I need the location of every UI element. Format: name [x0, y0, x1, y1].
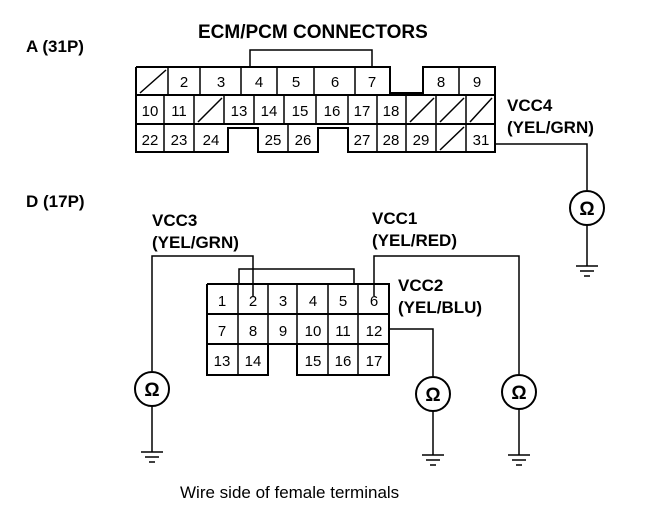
terminal-d7: 7 — [218, 323, 226, 340]
connector-a-row3-dividers — [163, 124, 467, 152]
diagram-title: ECM/PCM CONNECTORS — [198, 22, 428, 43]
vcc1-wire: VCC1 (YEL/RED) Ω — [372, 209, 537, 466]
connector-a-lock-tab — [249, 49, 373, 67]
vcc4-color: (YEL/GRN) — [507, 118, 594, 137]
terminal-d9: 9 — [279, 323, 287, 340]
terminal-a31: 31 — [473, 132, 490, 149]
terminal-a22: 22 — [142, 132, 159, 149]
connector-a-outline — [135, 66, 496, 153]
terminal-a11: 11 — [171, 103, 187, 120]
connector-a-row2: 10 11 13 14 15 16 17 18 — [142, 103, 400, 120]
terminal-a10: 10 — [142, 103, 159, 120]
terminal-a29: 29 — [413, 132, 430, 149]
vcc2-label: VCC2 — [398, 276, 443, 295]
terminal-d11: 11 — [335, 323, 351, 340]
terminal-a4: 4 — [255, 74, 263, 91]
ground-icon — [422, 454, 444, 466]
connector-a: 2 3 4 5 6 7 8 9 10 11 13 14 15 16 17 18 … — [135, 66, 496, 153]
terminal-a6: 6 — [331, 74, 339, 91]
terminal-d4: 4 — [309, 293, 317, 310]
ohm-symbol: Ω — [144, 380, 159, 401]
terminal-d13: 13 — [214, 353, 231, 370]
terminal-a18: 18 — [383, 103, 400, 120]
vcc2-color: (YEL/BLU) — [398, 298, 482, 317]
terminal-d12: 12 — [366, 323, 383, 340]
terminal-d15: 15 — [305, 353, 322, 370]
terminal-d3: 3 — [279, 293, 287, 310]
terminal-a13: 13 — [231, 103, 248, 120]
vcc4-lead — [495, 143, 588, 190]
connector-d-outline — [206, 283, 390, 376]
diagram-caption: Wire side of female terminals — [180, 483, 399, 502]
terminal-a5: 5 — [292, 74, 300, 91]
ohm-symbol: Ω — [511, 383, 526, 404]
terminal-a14: 14 — [261, 103, 278, 120]
terminal-d14: 14 — [245, 353, 262, 370]
terminal-a27: 27 — [354, 132, 371, 149]
ground-icon — [508, 454, 530, 466]
connector-a-row1-dividers — [167, 67, 460, 95]
vcc3-wire: VCC3 (YEL/GRN) Ω — [134, 211, 254, 463]
terminal-a9: 9 — [473, 74, 481, 91]
connector-d: 1 2 3 4 5 6 7 8 9 10 11 12 13 14 15 16 1… — [206, 268, 390, 376]
terminal-d2: 2 — [249, 293, 257, 310]
terminal-d5: 5 — [339, 293, 347, 310]
vcc4-wire: VCC4 (YEL/GRN) Ω — [495, 96, 605, 277]
connector-d-label: D (17P) — [26, 192, 85, 211]
connector-d-lock-tab — [238, 268, 355, 284]
vcc3-label: VCC3 — [152, 211, 197, 230]
terminal-d10: 10 — [305, 323, 322, 340]
connector-a-blank-terminals — [139, 69, 493, 151]
vcc1-color: (YEL/RED) — [372, 231, 457, 250]
vcc3-lead — [151, 255, 254, 371]
connector-d-row1: 1 2 3 4 5 6 — [218, 293, 378, 310]
terminal-a16: 16 — [324, 103, 341, 120]
terminal-d6: 6 — [370, 293, 378, 310]
ground-icon — [141, 451, 163, 463]
ground-icon — [576, 265, 598, 277]
vcc4-label: VCC4 — [507, 96, 553, 115]
terminal-a15: 15 — [292, 103, 309, 120]
terminal-a17: 17 — [354, 103, 371, 120]
terminal-a3: 3 — [217, 74, 225, 91]
terminal-a7: 7 — [368, 74, 376, 91]
vcc1-label: VCC1 — [372, 209, 417, 228]
vcc1-lead — [373, 255, 520, 374]
connector-d-row2: 7 8 9 10 11 12 — [218, 323, 383, 340]
terminal-a26: 26 — [295, 132, 312, 149]
terminal-d17: 17 — [366, 353, 383, 370]
terminal-d16: 16 — [335, 353, 352, 370]
terminal-a8: 8 — [437, 74, 445, 91]
terminal-a2: 2 — [180, 74, 188, 91]
vcc3-color: (YEL/GRN) — [152, 233, 239, 252]
terminal-a23: 23 — [171, 132, 188, 149]
connector-a-row1: 2 3 4 5 6 7 8 9 — [180, 74, 481, 91]
terminal-a24: 24 — [203, 132, 220, 149]
terminal-a28: 28 — [383, 132, 400, 149]
vcc2-wire: VCC2 (YEL/BLU) Ω — [389, 276, 482, 466]
terminal-a25: 25 — [265, 132, 282, 149]
terminal-d1: 1 — [218, 293, 226, 310]
connector-a-row3: 22 23 24 25 26 27 28 29 31 — [142, 132, 490, 149]
terminal-d8: 8 — [249, 323, 257, 340]
connector-a-row2-dividers — [163, 95, 467, 124]
ohm-symbol: Ω — [425, 385, 440, 406]
connector-d-row3: 13 14 15 16 17 — [214, 353, 383, 370]
ohm-symbol: Ω — [579, 199, 594, 220]
connector-d-dividers — [237, 284, 359, 375]
connector-a-label: A (31P) — [26, 37, 84, 56]
vcc2-lead — [389, 328, 434, 376]
